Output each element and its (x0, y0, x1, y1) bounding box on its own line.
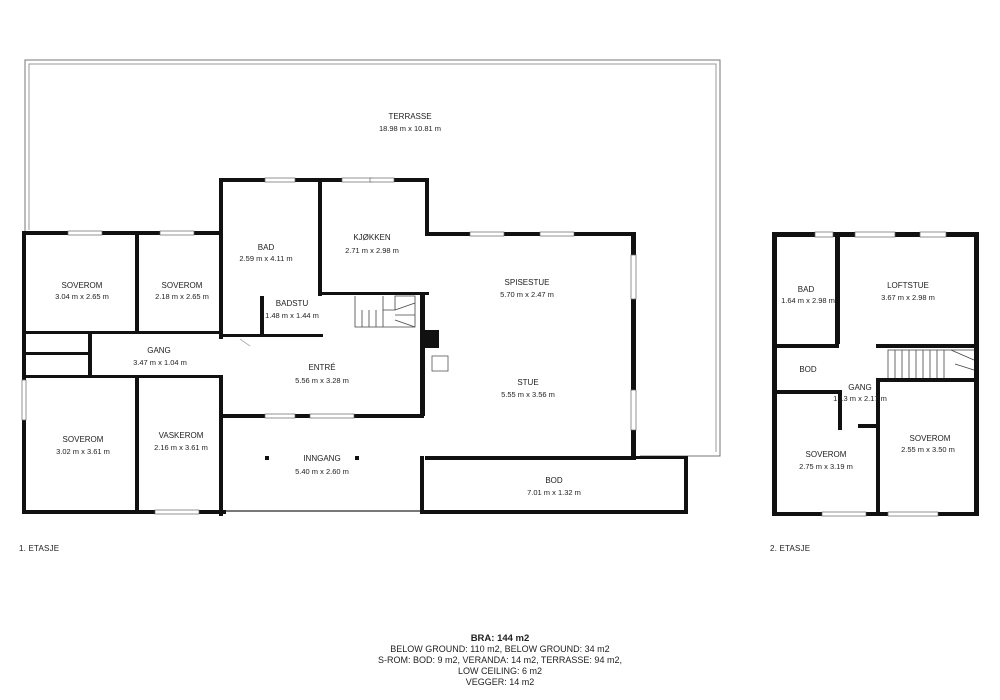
room-name: BAD (258, 243, 275, 252)
room-name: BOD (545, 476, 563, 485)
floor-1-walls (22, 178, 688, 516)
room-name: ENTRÉ (308, 363, 335, 372)
room-name: SOVEROM (63, 435, 104, 444)
room-dims: 3.02 m x 3.61 m (56, 447, 110, 456)
room-dims: 18.98 m x 10.81 m (379, 124, 441, 133)
room-dims: 1.48 m x 1.44 m (265, 311, 319, 320)
summary-line: LOW CEILING: 6 m2 (457, 666, 543, 676)
room-name: BAD (798, 285, 815, 294)
summary-line: BELOW GROUND: 110 m2, BELOW GROUND: 34 m… (390, 644, 610, 654)
room-dims: 1.13 m x 2.17 m (833, 394, 887, 403)
room-name: GANG (147, 346, 171, 355)
floor-1-plan (21, 59, 721, 516)
floor-2-stairs (887, 349, 975, 378)
room-name: GANG (848, 383, 872, 392)
room-name: SOVEROM (910, 434, 951, 443)
room-name: LOFTSTUE (887, 281, 929, 290)
floor-2-label: 2. ETASJE (770, 544, 811, 553)
floor-2-labels: BAD 1.64 m x 2.98 m LOFTSTUE 3.67 m x 2.… (781, 281, 955, 471)
room-dims: 3.04 m x 2.65 m (55, 292, 109, 301)
room-dims: 2.16 m x 3.61 m (154, 443, 208, 452)
room-dims: 5.56 m x 3.28 m (295, 376, 349, 385)
room-name: SOVEROM (162, 281, 203, 290)
terrace-outline (24, 59, 721, 457)
summary-line: S-ROM: BOD: 9 m2, VERANDA: 14 m2, TERRAS… (378, 655, 622, 665)
room-dims: 2.75 m x 3.19 m (799, 462, 853, 471)
floor-1-windows (21, 177, 637, 515)
room-dims: 5.55 m x 3.56 m (501, 390, 555, 399)
room-name: INNGANG (303, 454, 340, 463)
summary-line: VEGGER: 14 m2 (465, 677, 535, 687)
room-name: SOVEROM (806, 450, 847, 459)
room-dims: 7.01 m x 1.32 m (527, 488, 581, 497)
area-summary: BRA: 144 m2 BELOW GROUND: 110 m2, BELOW … (300, 633, 700, 688)
room-dims: 2.71 m x 2.98 m (345, 246, 399, 255)
room-name: SPISESTUE (505, 278, 550, 287)
floor-1-label: 1. ETASJE (19, 544, 60, 553)
room-name: STUE (517, 378, 538, 387)
bra-total: BRA: 144 m2 (470, 633, 530, 644)
floor-2-walls (772, 232, 979, 516)
room-name: VASKEROM (159, 431, 204, 440)
floor-2-plan (772, 231, 979, 517)
floor-1-labels: TERRASSE 18.98 m x 10.81 m SOVEROM 3.04 … (55, 112, 581, 497)
room-dims: 1.64 m x 2.98 m (781, 296, 835, 305)
room-name: KJØKKEN (353, 233, 391, 242)
room-dims: 5.40 m x 2.60 m (295, 467, 349, 476)
room-dims: 3.47 m x 1.04 m (133, 358, 187, 367)
room-dims: 2.55 m x 3.50 m (901, 445, 955, 454)
room-name: TERRASSE (388, 112, 431, 121)
room-name: SOVEROM (62, 281, 103, 290)
floor-1-stairs (354, 295, 416, 328)
room-name: BADSTU (276, 299, 309, 308)
fireplace (431, 355, 449, 372)
room-dims: 3.67 m x 2.98 m (881, 293, 935, 302)
room-name: BOD (799, 365, 817, 374)
room-dims: 5.70 m x 2.47 m (500, 290, 554, 299)
room-dims: 2.18 m x 2.65 m (155, 292, 209, 301)
room-dims: 2.59 m x 4.11 m (239, 254, 292, 263)
floor-2-windows (814, 231, 947, 517)
